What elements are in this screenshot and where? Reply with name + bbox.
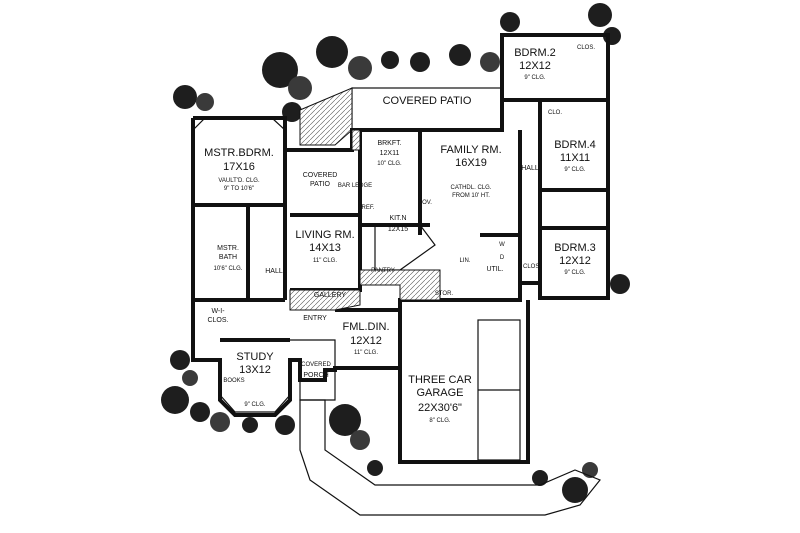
room-label: THREE CAR (408, 374, 472, 386)
master-bay (192, 117, 286, 131)
garage-details (410, 319, 521, 463)
room-label: GARAGE (416, 387, 464, 399)
brick-terrace (299, 87, 353, 146)
room-size: 13X12 (239, 364, 271, 376)
room-label: BRKFT. (377, 140, 402, 147)
ceiling-note: 10" CLG. (377, 161, 402, 167)
room-label: REF. (361, 205, 375, 211)
ceiling-note: FROM 10' HT. (452, 193, 490, 199)
covered-porch-outline (290, 339, 336, 401)
room-label: CLOS. (522, 264, 541, 270)
kitchen-tile (359, 269, 441, 301)
room-size: 12X11 (379, 150, 400, 157)
ceiling-note: 11" CLG. (312, 258, 338, 264)
room-label: BATH (218, 254, 238, 261)
room-label: FML.DIN. (342, 321, 390, 333)
room-size: 12X15 (387, 226, 409, 233)
ceiling-note: 9" CLG. (524, 75, 546, 81)
room-label: LIN. (459, 258, 471, 264)
ceiling-note: 8" CLG. (429, 418, 451, 424)
room-label: STUDY (236, 351, 274, 363)
ceiling-note: 9" CLG. (564, 270, 586, 276)
room-label: KIT.N (389, 215, 407, 222)
ceiling-note: CATHDL. CLG. (450, 185, 492, 191)
room-label: GALLERY (313, 292, 347, 299)
room-label: MSTR. (217, 245, 239, 252)
ceiling-note: 9" TO 10'6" (223, 186, 255, 192)
room-label: BAR LEDGE (337, 183, 373, 189)
ceiling-note: 9" CLG. (244, 402, 266, 408)
room-size: 22X30'6" (418, 402, 462, 414)
room-label: BDRM.4 (554, 139, 596, 151)
room-label: LIVING RM. (295, 229, 355, 241)
room-label: BDRM.2 (514, 47, 556, 59)
room-label: PORCH (303, 372, 329, 379)
gallery-tile (289, 289, 361, 311)
room-label: FAMILY RM. (440, 144, 502, 156)
room-label: BOOKS (223, 378, 245, 384)
room-label: COVERED (302, 172, 338, 179)
room-label: BDRM.3 (554, 242, 596, 254)
room-label: W-I- (211, 308, 225, 315)
room-label: HALL (521, 165, 539, 172)
room-label: D (499, 255, 505, 261)
room-size: 11X11 (559, 152, 591, 164)
room-label: STOR. (434, 291, 454, 297)
ceiling-note: VAULT'D. CLG. (218, 178, 260, 184)
room-label: COVERED PATIO (382, 95, 472, 107)
room-label: ENTRY (303, 315, 327, 322)
room-size: 14X13 (309, 242, 341, 254)
ceiling-note: 9" CLG. (564, 167, 586, 173)
room-label: HALL (265, 268, 283, 275)
room-label: PATIO (310, 181, 330, 188)
room-size: 12X12 (559, 255, 591, 267)
room-size: 12X12 (519, 60, 551, 72)
room-label: OV. (422, 200, 432, 206)
room-label: W (499, 242, 505, 248)
ceiling-note: 10'6" CLG. (213, 266, 243, 272)
room-label: MSTR.BDRM. (204, 147, 274, 159)
room-size: 16X19 (455, 157, 487, 169)
room-label: PANTRY (371, 268, 395, 274)
room-size: 17X16 (223, 161, 255, 173)
room-label: COVERED (301, 362, 331, 368)
room-size: 12X12 (350, 335, 382, 347)
room-label: CLOS. (207, 317, 229, 324)
room-label: CLOS. (576, 45, 595, 51)
kitchen-island (374, 224, 436, 271)
ceiling-note: 11" CLG. (353, 350, 379, 356)
room-label: UTIL. (486, 266, 504, 273)
breakfast-tile (300, 129, 361, 151)
room-label: CLO. (547, 110, 562, 116)
study-bay (219, 394, 291, 413)
front-walkway (299, 399, 601, 516)
